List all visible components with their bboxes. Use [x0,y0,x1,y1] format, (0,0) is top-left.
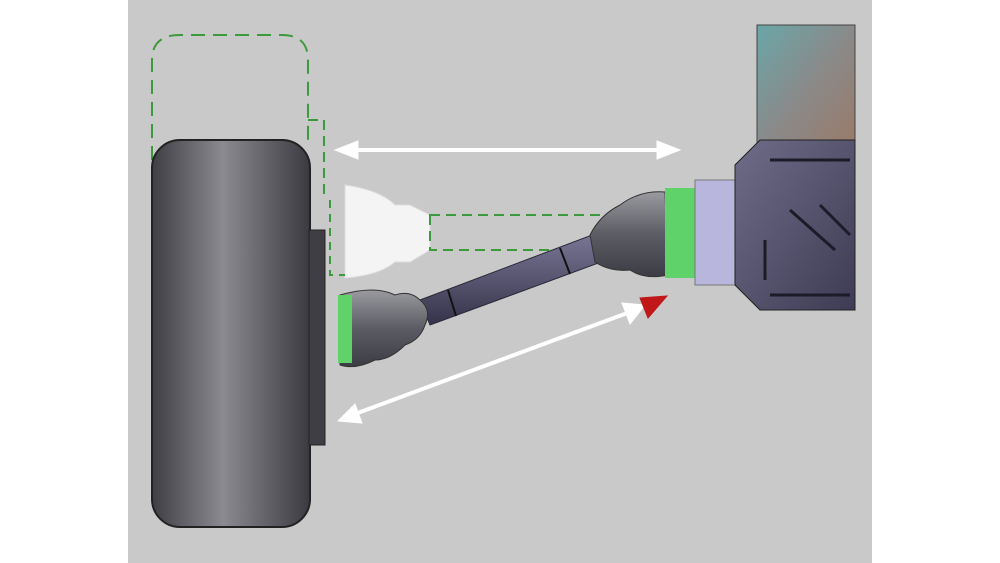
outer-cv-boot [339,289,429,368]
outer-boot-ring [338,295,352,363]
driveshaft [338,188,695,368]
ghost-wheel-outline [151,34,309,160]
tire [151,139,311,528]
length-change-arrow [336,295,669,424]
inner-boot-ring [665,188,695,278]
wheel-hub-plate [308,229,326,446]
red-arrowhead [639,295,669,319]
gearbox-upper-block [756,24,856,151]
horizontal-travel-arrow [333,140,682,160]
gearbox-housing [734,139,856,311]
gearbox-flange [694,179,738,286]
gearbox-ribs [763,158,852,297]
ghost-driveshaft [329,184,601,279]
ghost-hub-outline [308,119,325,200]
